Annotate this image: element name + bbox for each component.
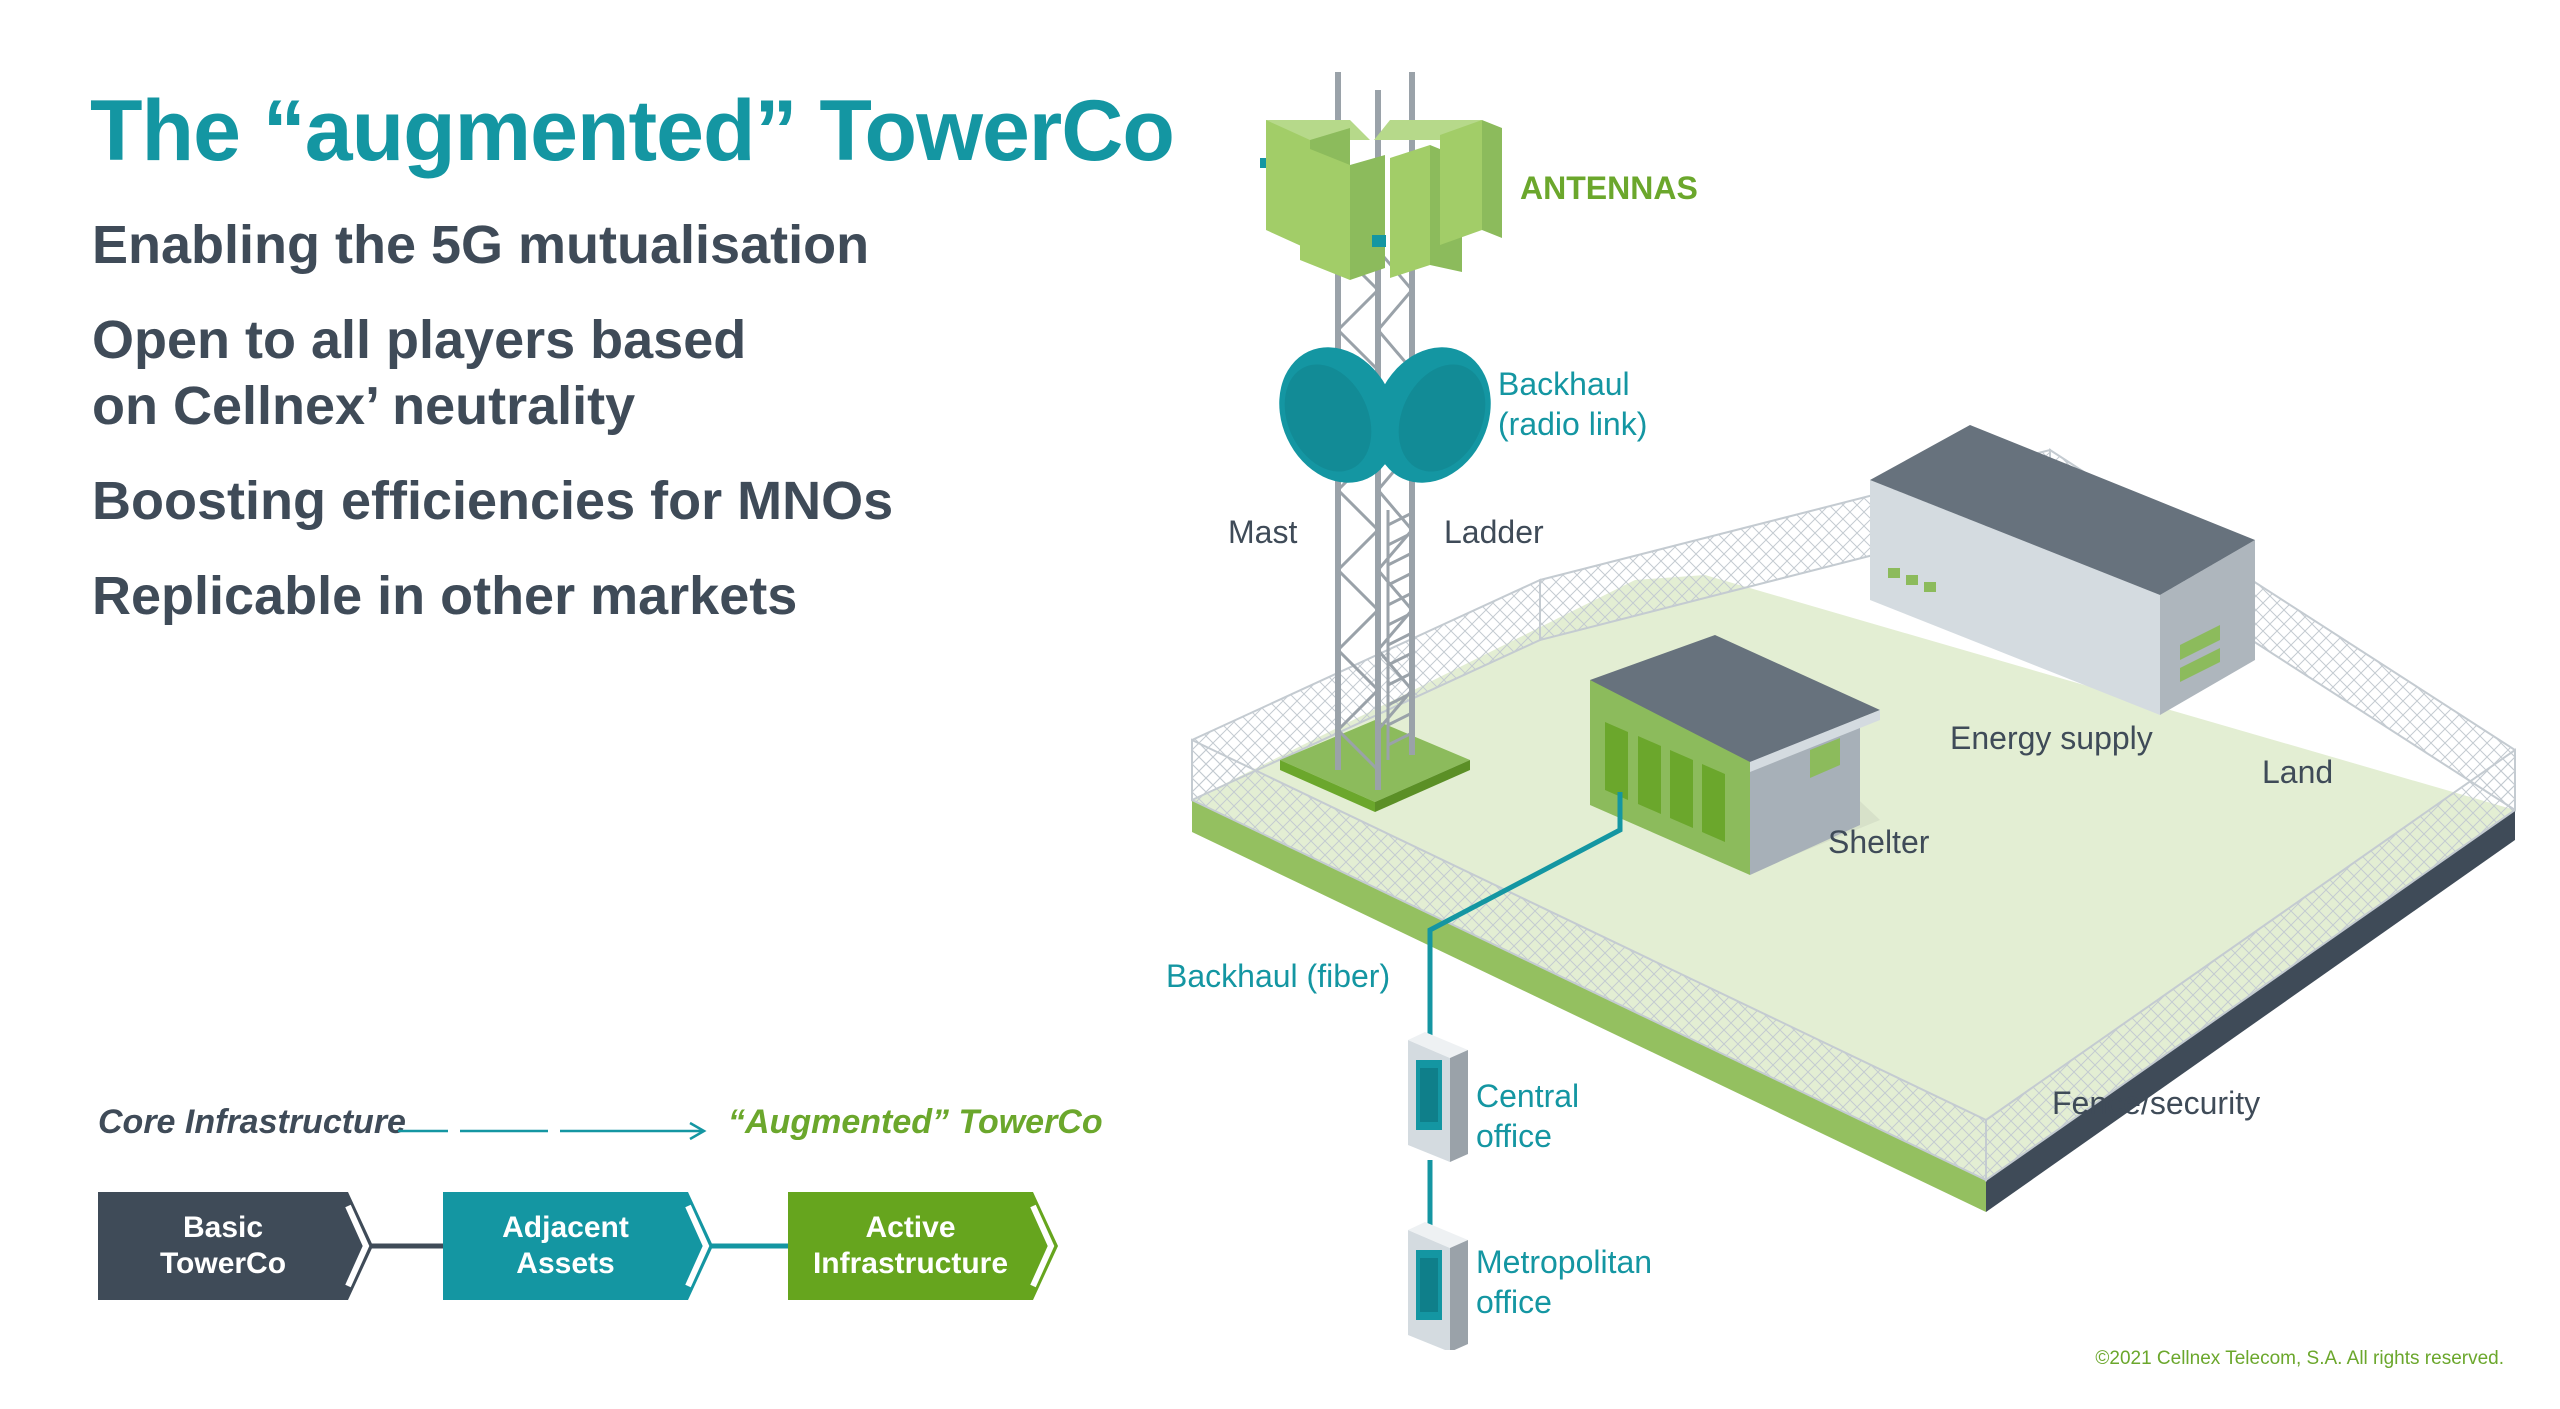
mast-label: Mast [1228, 514, 1298, 550]
label-line: Metropolitan [1476, 1244, 1653, 1280]
copyright-notice: ©2021 Cellnex Telecom, S.A. All rights r… [2095, 1348, 2504, 1369]
antenna-panels [1260, 120, 1502, 280]
metropolitan-office-cabinet [1408, 1222, 1468, 1350]
fence-front [1191, 738, 2516, 1182]
stage-basic-towerco [98, 1192, 373, 1300]
tower-site-illustration [1191, 72, 2516, 1350]
shelter-label: Shelter [1828, 824, 1930, 860]
stage-label: Adjacent Assets [443, 1192, 688, 1300]
central-office-label: Central office [1476, 1076, 1579, 1156]
stage-label-line: TowerCo [159, 1247, 287, 1280]
stage-label-line: Infrastructure [812, 1247, 1009, 1280]
bullet-line: Open to all players based [92, 310, 747, 370]
stage-label-line: Active [865, 1211, 956, 1244]
stage-active-infrastructure [788, 1192, 1058, 1300]
label-line: (radio link) [1498, 406, 1648, 442]
stage-label-line: Adjacent [502, 1211, 629, 1244]
label-line: Central [1476, 1078, 1580, 1114]
metropolitan-office-label: Metropolitan office [1476, 1242, 1652, 1322]
antennas-label: ANTENNAS [1520, 170, 1698, 206]
bullet-item: Open to all players based on Cellnex’ ne… [92, 307, 1092, 439]
stage-adjacent-assets [443, 1192, 713, 1300]
chevron-right-icon [685, 1204, 710, 1288]
stage-label: Active Infrastructure [788, 1192, 1033, 1300]
bullet-item: Enabling the 5G mutualisation [92, 212, 1092, 278]
flow-header: Core Infrastructure “Augmented” TowerCo [98, 1103, 1103, 1153]
stage-label-line: Basic [182, 1211, 264, 1244]
chevron-right-icon [1030, 1204, 1055, 1288]
stage-chevrons [98, 1192, 1058, 1300]
backhaul-radio-label: Backhaul (radio link) [1498, 364, 1647, 444]
stage-flow: Basic TowerCo Adjacent Assets Active Inf… [98, 1192, 1098, 1302]
fiber-line [1427, 792, 1623, 1230]
radio-link-dishes [1279, 347, 1491, 483]
bullet-item: Replicable in other markets [92, 563, 1092, 629]
page-title: The “augmented” TowerCo [90, 83, 1175, 179]
ladder [1386, 498, 1414, 760]
augmented-towerco-label: “Augmented” TowerCo [728, 1103, 1103, 1141]
stage-label: Basic TowerCo [98, 1192, 348, 1300]
bullet-line: Replicable in other markets [92, 566, 798, 626]
chevron-right-icon [345, 1204, 370, 1288]
fence-security-label: Fence/security [2052, 1085, 2261, 1121]
stage-label-line: Assets [516, 1247, 615, 1280]
energy-supply-label: Energy supply [1950, 720, 2153, 756]
label-line: office [1476, 1284, 1552, 1320]
arrow-right-icon [398, 1121, 707, 1141]
shelter-building [1590, 635, 1880, 875]
ladder-label: Ladder [1444, 514, 1544, 550]
bullet-line: on Cellnex’ neutrality [92, 376, 636, 436]
bullet-line: Boosting efficiencies for MNOs [92, 471, 894, 531]
bullet-list: Enabling the 5G mutualisation Open to al… [92, 212, 1092, 658]
bullet-line: Enabling the 5G mutualisation [92, 215, 870, 275]
label-line: Backhaul [1498, 366, 1630, 402]
backhaul-fiber-label: Backhaul (fiber) [1166, 958, 1391, 994]
central-office-cabinet [1408, 1032, 1468, 1162]
core-infrastructure-label: Core Infrastructure [98, 1103, 406, 1141]
land-label: Land [2262, 754, 2334, 790]
bullet-item: Boosting efficiencies for MNOs [92, 468, 1092, 534]
label-line: office [1476, 1118, 1552, 1154]
energy-supply-building [1870, 425, 2255, 715]
